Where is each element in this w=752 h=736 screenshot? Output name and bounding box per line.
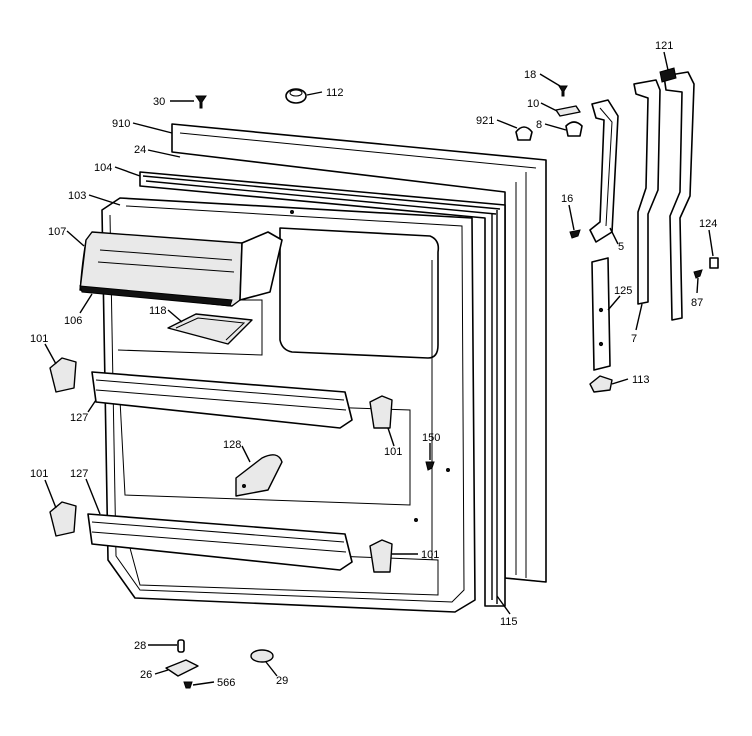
callout-7: 7: [631, 333, 637, 345]
callout-124: 124: [699, 218, 717, 230]
shelf-end-caps: [49, 357, 393, 573]
callout-921: 921: [476, 115, 494, 127]
callout-101-upper-left: 101: [30, 333, 48, 345]
callout-121: 121: [655, 40, 673, 52]
callout-103: 103: [68, 190, 86, 202]
callout-127-lower: 127: [70, 468, 88, 480]
callout-29: 29: [276, 675, 288, 687]
hinge-bracket: [589, 99, 619, 243]
callout-24: 24: [134, 144, 146, 156]
dispenser-tray: [167, 313, 253, 345]
callout-910: 910: [112, 118, 130, 130]
callout-labels: 30 112 910 24 104 103 107 106 118 101 12…: [30, 40, 717, 689]
handle-rail-left: [633, 79, 661, 305]
leader-lines: [44, 51, 714, 686]
callout-101-upper-right: 101: [384, 446, 402, 458]
callout-8: 8: [536, 119, 542, 131]
callout-30: 30: [153, 96, 165, 108]
callout-113: 113: [632, 374, 650, 386]
callout-125: 125: [614, 285, 632, 297]
callout-26: 26: [140, 669, 152, 681]
callout-150: 150: [422, 432, 440, 444]
upper-door-shelf: [91, 371, 353, 429]
callout-566: 566: [217, 677, 235, 689]
callout-112: 112: [326, 87, 344, 99]
callout-18: 18: [524, 69, 536, 81]
callout-101-lower-left: 101: [30, 468, 48, 480]
bracket-128: [235, 454, 283, 497]
dispenser-cover: [79, 231, 283, 307]
loose-small-parts: [165, 85, 719, 689]
callout-10: 10: [527, 98, 539, 110]
handle-rail-right: [663, 71, 695, 321]
handle-end-caps: [659, 67, 677, 83]
door-gasket: [139, 171, 506, 607]
callout-16: 16: [561, 193, 573, 205]
callout-104: 104: [94, 162, 112, 174]
callout-127-upper: 127: [70, 412, 88, 424]
callout-106: 106: [64, 315, 82, 327]
callout-87: 87: [691, 297, 703, 309]
callout-118: 118: [149, 305, 167, 317]
hinge-plate: [591, 257, 611, 371]
callout-5: 5: [618, 241, 624, 253]
callout-128: 128: [223, 439, 241, 451]
lower-door-shelf: [87, 513, 353, 571]
callout-107: 107: [48, 226, 66, 238]
callout-101-lower-right: 101: [421, 549, 439, 561]
callout-115: 115: [500, 616, 518, 628]
callout-28: 28: [134, 640, 146, 652]
